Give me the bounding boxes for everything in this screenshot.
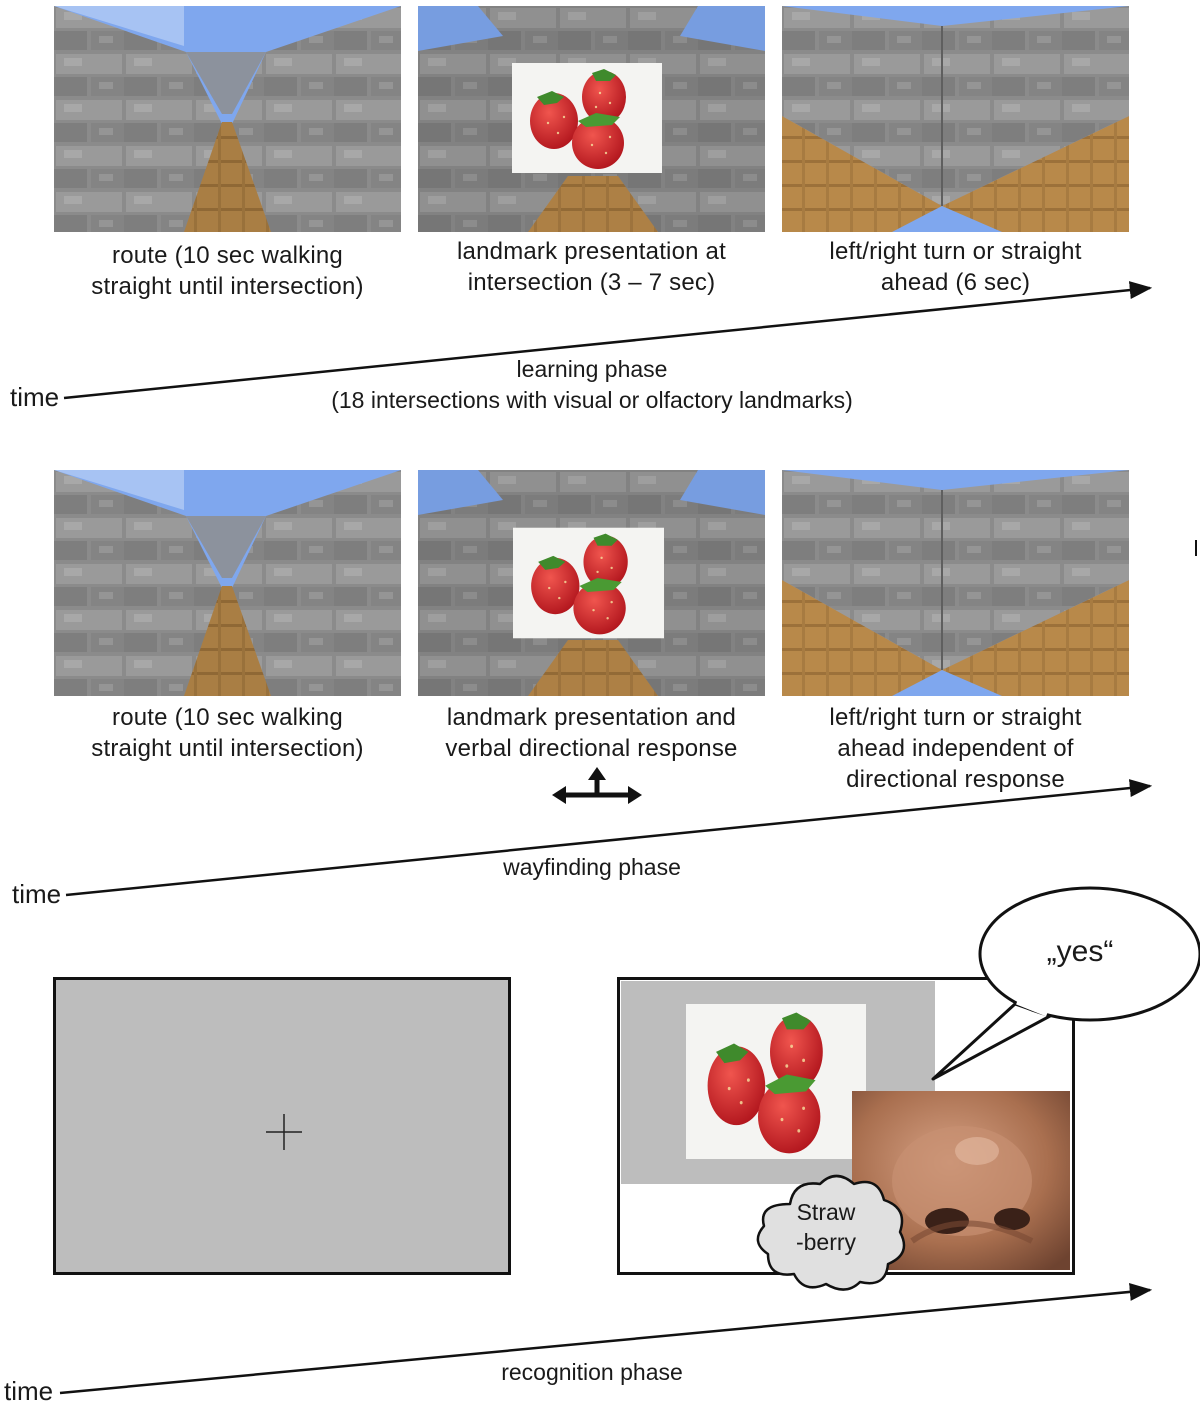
recognition-time-arrow (59, 1282, 1153, 1395)
nose-photo (852, 1091, 1070, 1270)
speech-bubble (931, 886, 1200, 1081)
learning-phase-title: learning phase (18 intersections with vi… (331, 356, 853, 413)
thought-cloud (756, 1174, 906, 1291)
learning-time-label: time (10, 382, 60, 412)
learning-caption-turn: left/right turn or straight ahead (6 sec… (829, 238, 1082, 296)
speech-bubble-text: „yes“ (1046, 935, 1114, 968)
wayfinding-caption-landmark: landmark presentation and verbal directi… (445, 704, 738, 762)
learning-caption-landmark: landmark presentation at intersection (3… (457, 238, 726, 296)
thought-cloud-text: Straw -berry (795, 1199, 857, 1255)
wayfinding-caption-route: route (10 sec walking straight until int… (91, 704, 364, 762)
recognition-phase-title: recognition phase (501, 1359, 683, 1385)
wayfinding-phase-title: wayfinding phase (503, 854, 681, 880)
fixation-screen (53, 977, 511, 1275)
wayfinding-time-arrow (65, 779, 1153, 897)
learning-caption-route: route (10 sec walking straight until int… (91, 242, 364, 300)
recognition-time-label: time (4, 1376, 54, 1406)
learning-time-arrow (63, 281, 1153, 400)
wayfinding-time-label: time (12, 879, 62, 909)
fixation-cross-icon (266, 1114, 302, 1150)
direction-arrows-icon (552, 767, 642, 804)
wayfinding-caption-turn: left/right turn or straight ahead indepe… (829, 704, 1082, 793)
